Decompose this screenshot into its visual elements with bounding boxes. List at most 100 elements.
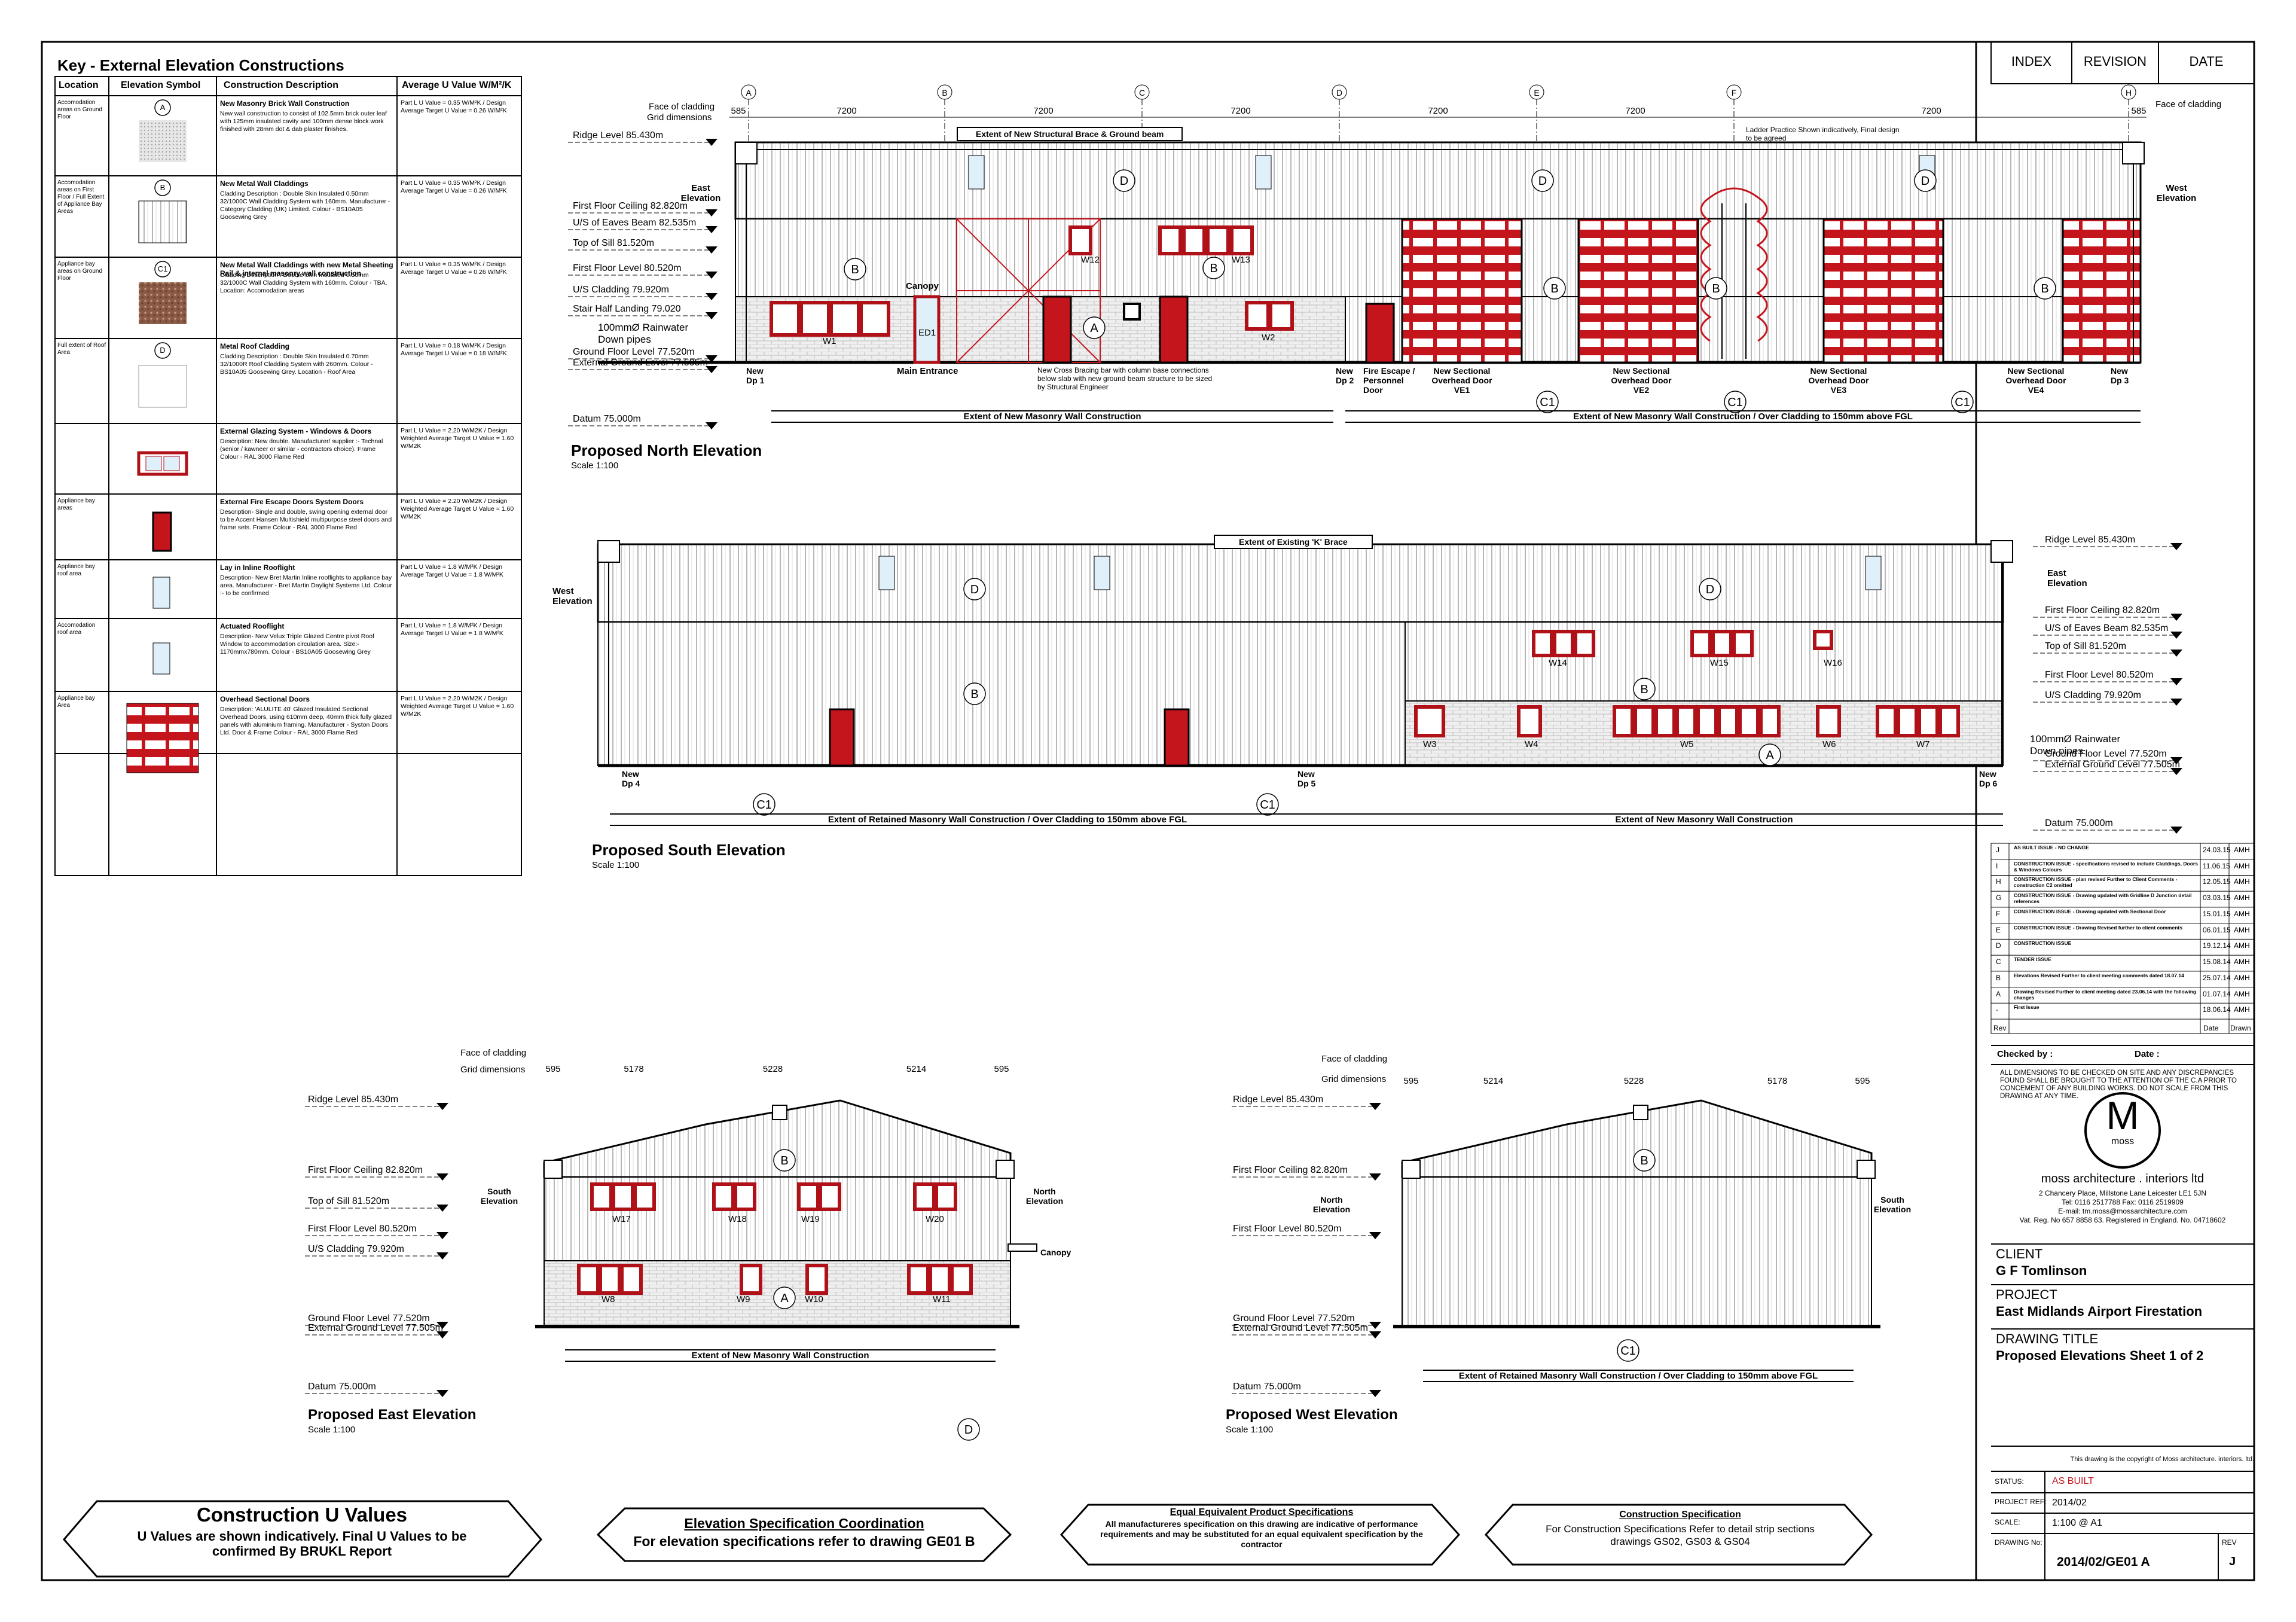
- rev-letter: E: [1996, 925, 2001, 934]
- label-canopy: Canopy: [906, 281, 939, 291]
- label-east-s: East Elevation: [2047, 568, 2087, 589]
- rev-letter: -: [1996, 1005, 1998, 1014]
- u-values-title: Construction U Values: [196, 1504, 408, 1526]
- label-w9: W9: [737, 1294, 750, 1304]
- key-location: Accomodation roof area: [57, 622, 96, 636]
- material-marker: C1: [756, 798, 772, 812]
- moss-logo: [2084, 1092, 2161, 1169]
- level-label-datum: Datum 75.000m: [573, 414, 641, 424]
- key-name: Overhead Sectional Doors: [220, 695, 310, 703]
- level-label-datum: Datum 75.000m: [1233, 1382, 1301, 1392]
- material-marker: B: [1210, 262, 1217, 275]
- key-description: Description- Single and double, swing op…: [220, 508, 392, 531]
- grid-dimension: 7200: [1625, 106, 1645, 116]
- scale-label: SCALE:: [1995, 1518, 2020, 1526]
- south-elevation: [597, 540, 2013, 767]
- label-south-w: South Elevation: [1873, 1195, 1912, 1214]
- drawing-no: 2014/02/GE01 A: [2057, 1555, 2150, 1569]
- grid-bubble-label: C: [1139, 88, 1145, 97]
- material-marker: B: [2041, 282, 2048, 295]
- label-ve2: New Sectional Overhead Door VE2: [1611, 366, 1672, 395]
- label-w18: W18: [728, 1214, 747, 1224]
- level-label-ceiling: First Floor Ceiling 82.820m: [308, 1165, 423, 1175]
- label-w20: W20: [926, 1214, 944, 1224]
- rev-drawn: AMH: [2234, 846, 2250, 854]
- label-dp2: New Dp 2: [1336, 366, 1354, 385]
- level-label-ceiling: First Floor Ceiling 82.820m: [2045, 605, 2160, 615]
- key-symbol: D: [160, 346, 166, 355]
- key-location: Appliance bay areas on Ground Floor: [57, 261, 103, 282]
- grid-dimension: 585: [731, 106, 746, 116]
- label-north-e: North Elevation: [1025, 1187, 1064, 1206]
- west-title: Proposed West Elevation: [1226, 1407, 1398, 1423]
- label-east-elev: East Elevation: [680, 183, 721, 203]
- index-label: INDEX: [2011, 54, 2052, 69]
- level-label-sill: Top of Sill 81.520m: [2045, 641, 2127, 651]
- key-table: [54, 76, 522, 876]
- level-label-datum: Datum 75.000m: [308, 1382, 376, 1392]
- rev-date: 24.03.15: [2203, 846, 2231, 854]
- rev-date: 19.12.14: [2203, 941, 2231, 950]
- label-w1: W1: [823, 336, 836, 346]
- grid-bubble-label: D: [1336, 88, 1342, 97]
- rev-letter: A: [1996, 989, 2001, 998]
- key-name: New Metal Wall Claddings: [220, 179, 309, 188]
- rev-description: TENDER ISSUE: [2014, 956, 2051, 963]
- key-swatch: [138, 365, 187, 408]
- west-dimension: 595: [1855, 1076, 1870, 1086]
- level-label-first: First Floor Level 80.520m: [308, 1224, 417, 1234]
- label-grid-dims: Grid dimensions: [647, 112, 712, 123]
- label-w5: W5: [1680, 739, 1694, 749]
- firm-vat: Vat. Reg. No 657 8858 63. Registered in …: [2019, 1216, 2226, 1224]
- west-extent: Extent of Retained Masonry Wall Construc…: [1423, 1370, 1854, 1382]
- level-label-ridge: Ridge Level 85.430m: [1233, 1094, 1324, 1105]
- spec-text: For elevation specifications refer to dr…: [633, 1533, 975, 1549]
- key-name: New Masonry Brick Wall Construction: [220, 99, 350, 108]
- label-w4: W4: [1525, 739, 1538, 749]
- label-rainwater-s: 100mmØ Rainwater Down pipes: [2030, 733, 2121, 757]
- east-dimension: 595: [994, 1064, 1009, 1074]
- key-location: Appliance bay roof area: [57, 563, 95, 577]
- key-location: Appliance bay Area: [57, 695, 95, 709]
- key-description: New wall construction to consist of 102.…: [220, 110, 387, 133]
- date-col-header: Date: [2203, 1024, 2219, 1032]
- key-name: Metal Roof Cladding: [220, 342, 289, 350]
- key-header-uvalue: Average U Value W/M²/K: [402, 80, 512, 90]
- rev-date: 01.07.14: [2203, 989, 2231, 998]
- level-label-ground: Ground Floor Level 77.520m: [1233, 1313, 1355, 1324]
- label-main-entrance: Main Entrance: [897, 366, 958, 376]
- rev-col-header: Rev: [1993, 1024, 2007, 1032]
- material-marker: C1: [1620, 1344, 1636, 1358]
- label-rainwater: 100mmØ Rainwater Down pipes: [598, 322, 689, 345]
- key-swatch: [139, 282, 187, 324]
- level-label-datum: Datum 75.000m: [2045, 818, 2113, 828]
- level-label-cladding: U/S Cladding 79.920m: [2045, 690, 2141, 700]
- label-w6: W6: [1822, 739, 1836, 749]
- revision-label: REVISION: [2083, 54, 2147, 69]
- key-symbol: B: [160, 183, 166, 192]
- rev-description: Elevations Revised Further to client mee…: [2014, 972, 2184, 978]
- key-location: Full extent of Roof Area: [57, 342, 106, 356]
- key-description: Description: 'ALULITE 40' Glazed Insulat…: [220, 706, 392, 736]
- key-location: Accomodation areas on Ground Floor: [57, 99, 103, 120]
- grid-bubble-label: E: [1534, 88, 1539, 97]
- key-swatch: [152, 577, 170, 609]
- material-marker: D: [1706, 583, 1714, 596]
- label-dp3: New Dp 3: [2111, 366, 2129, 385]
- key-description: Cladding Description : Double Skin Insul…: [220, 353, 373, 376]
- label-dp1: New Dp 1: [746, 366, 765, 385]
- east-scale: Scale 1:100: [308, 1425, 356, 1435]
- level-label-first: First Floor Level 80.520m: [573, 263, 682, 273]
- material-marker: B: [1550, 282, 1558, 295]
- label-w16: W16: [1824, 658, 1842, 668]
- label-face-e: Face of cladding: [460, 1048, 527, 1058]
- level-label-ridge: Ridge Level 85.430m: [308, 1094, 399, 1105]
- west-dimension: 5214: [1483, 1076, 1503, 1086]
- west-dimension: 595: [1403, 1076, 1418, 1086]
- material-marker: D: [1120, 175, 1128, 188]
- rev-date: 15.01.15: [2203, 909, 2231, 918]
- firm-address: 2 Chancery Place, Millstone Lane Leicest…: [2038, 1189, 2207, 1197]
- label-w7: W7: [1916, 739, 1930, 749]
- drawn-col-header: Drawn: [2230, 1024, 2251, 1032]
